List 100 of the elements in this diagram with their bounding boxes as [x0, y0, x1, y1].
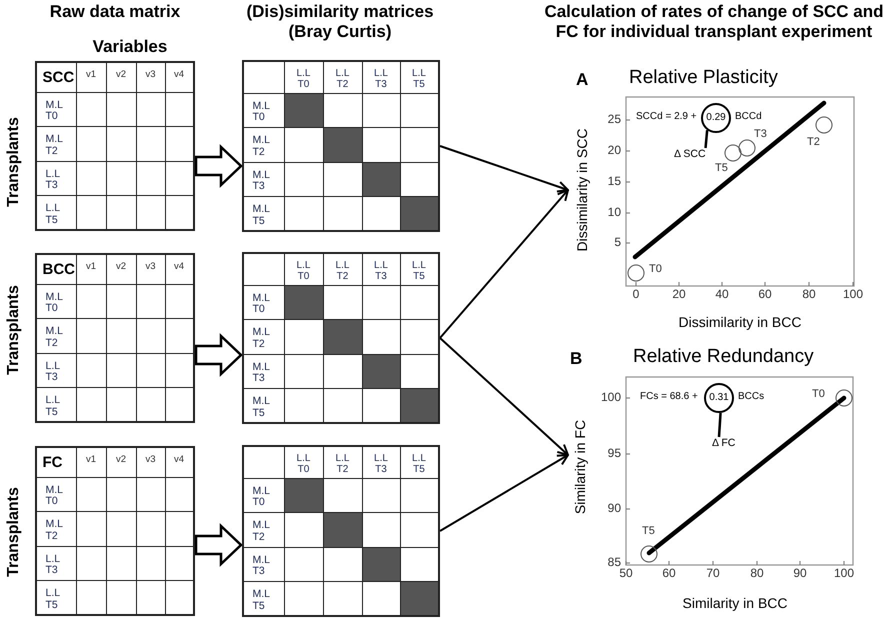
arrow: [439, 454, 569, 532]
tick-label: 95: [608, 447, 621, 461]
arrow: [439, 337, 569, 456]
row-header: M.L T2: [242, 320, 284, 354]
tick-label: 90: [608, 502, 621, 516]
block-arrow: [194, 523, 243, 567]
tick-label: 10: [608, 206, 621, 220]
panel-letter: A: [576, 70, 588, 90]
column-header: v3: [136, 252, 166, 284]
row-group-heading: Transplants: [4, 117, 23, 207]
column-header: v1: [76, 252, 106, 284]
axis-title: Dissimilarity in SCC: [574, 128, 590, 252]
row-header: M.L T0: [34, 92, 76, 127]
column-heading: (Dis)similarity matrices (Bray Curtis): [245, 2, 435, 42]
annotation-label: Δ SCC: [674, 148, 706, 160]
row-header: M.L T2: [34, 512, 76, 546]
row-header: M.L T0: [34, 284, 76, 319]
equation-text: SCCd = 2.9 +: [636, 111, 697, 122]
row-header: M.L T0: [34, 478, 76, 512]
point-label: T5: [715, 162, 728, 175]
column-header: v1: [76, 446, 106, 478]
block-arrow: [194, 333, 243, 377]
chart-title: Relative Redundancy: [633, 346, 814, 368]
row-header: M.L T2: [242, 128, 284, 162]
tick-label: 90: [793, 567, 807, 581]
column-header: L.L T3: [362, 252, 400, 286]
tick-label: 80: [750, 567, 764, 581]
column-heading: Raw data matrix: [50, 2, 180, 22]
row-header: M.L T2: [242, 513, 284, 548]
matrix-label: FC: [34, 446, 76, 478]
tick-label: 70: [706, 567, 720, 581]
tick-label: 40: [715, 288, 729, 302]
tick-label: 85: [608, 556, 621, 570]
dissimilarity-matrix: [242, 60, 440, 232]
column-header: L.L T5: [400, 252, 440, 286]
column-heading: Calculation of rates of change of SCC and FC for individual transplant experiment: [543, 2, 885, 42]
column-header: v1: [76, 60, 106, 92]
column-header: v3: [136, 60, 166, 92]
equation-text: FCs = 68.6 +: [640, 391, 698, 402]
data-matrix: [35, 446, 195, 616]
tick-label: 60: [758, 288, 772, 302]
dissimilarity-matrix: [242, 252, 440, 424]
data-matrix: [35, 253, 195, 423]
arrow: [439, 189, 569, 339]
tick-label: 25: [608, 113, 621, 127]
tick-label: 0: [632, 288, 640, 302]
row-header: M.L T3: [242, 548, 284, 582]
data-matrix: [35, 61, 195, 231]
point-label: T2: [807, 136, 820, 149]
matrix-label: BCC: [34, 252, 76, 284]
column-header: v4: [166, 252, 194, 284]
matrix-label: SCC: [34, 60, 76, 92]
row-header: M.L T5: [242, 197, 284, 232]
annotation-label: Δ FC: [712, 437, 736, 450]
column-header: L.L T3: [362, 444, 400, 478]
column-header: v4: [166, 60, 194, 92]
axis-title: Dissimilarity in BCC: [678, 314, 802, 330]
row-header: M.L T2: [34, 319, 76, 354]
column-header: v3: [136, 446, 166, 478]
axis-title: Similarity in FC: [572, 420, 588, 514]
column-header: v2: [106, 446, 136, 478]
tick-label: 5: [614, 236, 621, 250]
leader-line: [718, 412, 722, 438]
column-header: L.L T2: [324, 444, 362, 478]
dissimilarity-matrix: [242, 445, 440, 617]
column-header: L.L T2: [324, 252, 362, 286]
point-label: T3: [754, 128, 767, 141]
tick-label: 20: [608, 144, 621, 158]
row-header: M.L T3: [242, 162, 284, 197]
arrow: [440, 145, 569, 192]
tick-label: 15: [608, 175, 621, 189]
tick-label: 60: [662, 567, 676, 581]
block-arrow: [194, 144, 243, 188]
row-group-heading: Transplants: [4, 487, 23, 577]
chart-title: Relative Plasticity: [629, 67, 778, 89]
tick-label: 100: [600, 391, 621, 405]
tick-label: 20: [672, 288, 686, 302]
column-group-heading: Variables: [92, 37, 168, 57]
tick-label: 100: [834, 567, 854, 581]
row-header: L.L T3: [34, 162, 76, 196]
point-label: T0: [649, 263, 662, 276]
column-header: L.L T5: [400, 444, 440, 478]
row-header: L.L T5: [34, 581, 76, 616]
equation-text: BCCd: [735, 111, 762, 122]
tick-label: 80: [802, 288, 816, 302]
row-header: M.L T5: [242, 389, 284, 424]
row-header: L.L T3: [34, 546, 76, 581]
leader-line: [704, 130, 708, 148]
column-header: v2: [106, 252, 136, 284]
row-header: M.L T3: [242, 354, 284, 389]
point-label: T5: [642, 525, 655, 538]
row-header: L.L T3: [34, 354, 76, 388]
point-label: T0: [812, 388, 825, 401]
circled-coefficient: 0.29: [701, 103, 731, 133]
row-header: M.L T5: [242, 582, 284, 616]
tick-label: 50: [619, 567, 633, 581]
circled-coefficient: 0.31: [704, 383, 734, 413]
column-header: v4: [166, 446, 194, 478]
row-group-heading: Transplants: [4, 285, 23, 375]
column-header: L.L T2: [324, 60, 362, 94]
